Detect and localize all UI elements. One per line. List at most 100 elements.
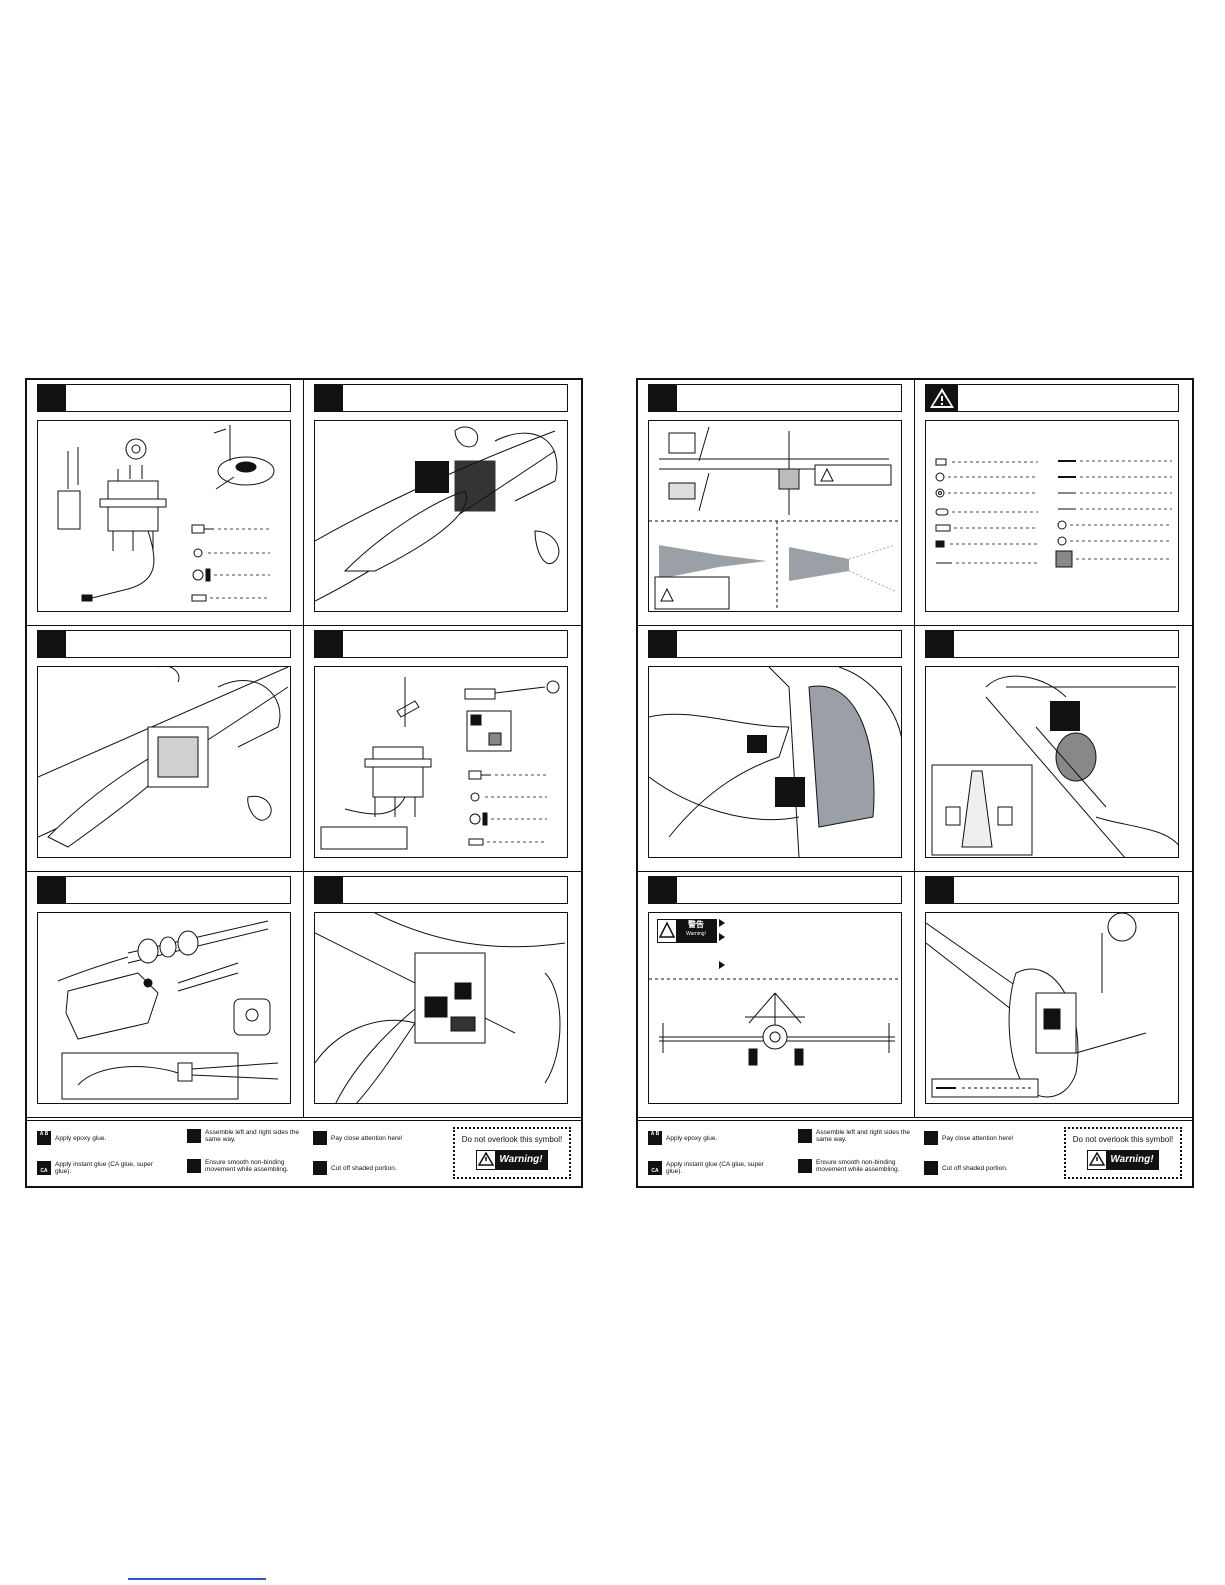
epoxy-glue-icon: [1050, 701, 1080, 731]
warning-triangle-icon: [477, 1151, 496, 1169]
illustration-tail-servo: [925, 666, 1179, 858]
warning-triangle-icon: [1088, 1151, 1107, 1169]
cut-shaded-icon: [313, 1161, 327, 1175]
warning-badge: Warning!: [1087, 1150, 1159, 1170]
step-tail-servo: [915, 626, 1192, 872]
step-header: [925, 384, 1179, 412]
manual-page-right: 警告 Warning!: [636, 378, 1194, 1188]
illustration-hardware-list: [925, 420, 1179, 612]
warning-label: Warning!: [1106, 1151, 1158, 1169]
legend-cut-text: Cut off shaded portion.: [942, 1164, 1008, 1172]
ca-glue-icon: CA: [37, 1161, 51, 1175]
legend-ca: CA Apply instant glue (CA glue, super gl…: [648, 1161, 766, 1175]
warning-triangle-icon: [658, 920, 676, 942]
legend-ca-text: Apply instant glue (CA glue, super glue)…: [55, 1161, 153, 1175]
overlook-notice: Do not overlook this symbol! Warning!: [453, 1127, 571, 1179]
warning-badge-text: 警告 Warning!: [676, 920, 716, 942]
step-number-box: [315, 385, 343, 411]
step-number-box: [315, 631, 343, 657]
step-header: [648, 384, 902, 412]
step-front-view-warning: 警告 Warning!: [638, 872, 915, 1118]
ca-glue-icon: CA: [648, 1161, 662, 1175]
legend-cut: Cut off shaded portion.: [924, 1161, 1042, 1175]
step-number-box: [315, 877, 343, 903]
pointing-hand-icon: [924, 1131, 938, 1145]
fuselage-tray-drawing: [38, 667, 289, 848]
step-cockpit-electronics: [304, 872, 581, 1118]
step-number-box: [649, 877, 677, 903]
overlook-text: Do not overlook this symbol!: [461, 1135, 563, 1144]
legend-epoxy: A B Apply epoxy glue.: [648, 1131, 766, 1145]
pointing-hand-icon: [313, 1131, 327, 1145]
illustration-tail-fin: [648, 666, 902, 858]
step-fuselage-tray: [27, 626, 304, 872]
legend-epoxy-text: Apply epoxy glue.: [55, 1134, 107, 1142]
legend-smooth-text: Ensure smooth non-binding movement while…: [816, 1159, 900, 1173]
step-header: [37, 876, 291, 904]
symmetric-assembly-icon: [187, 1129, 201, 1143]
legend-epoxy: A B Apply epoxy glue.: [37, 1131, 155, 1145]
step-header: [648, 876, 902, 904]
illustration-fuselage-cockpit: [314, 420, 568, 612]
step-number-box: [38, 877, 66, 903]
illustration-servo-hardware: [37, 420, 291, 612]
hinge-alignment-drawing: [649, 426, 901, 611]
legend-attention: Pay close attention here!: [924, 1131, 1042, 1145]
illustration-servo-horn: [314, 666, 568, 858]
illustration-tail-wheel: [925, 912, 1179, 1104]
step-number-box: [926, 877, 954, 903]
front-view-drawing: [649, 919, 901, 1066]
step-grid-right: 警告 Warning!: [638, 380, 1192, 1120]
servo-horn-drawing: [320, 677, 560, 850]
legend-smooth-text: Ensure smooth non-binding movement while…: [205, 1159, 289, 1173]
footer-link-underline[interactable]: [128, 1578, 266, 1580]
step-header: [314, 876, 568, 904]
legend-symmetric-text: Assemble left and right sides the same w…: [205, 1129, 299, 1143]
step-number-box: [926, 631, 954, 657]
step-servo-assembly: [27, 380, 304, 626]
legend-symmetric: Assemble left and right sides the same w…: [187, 1129, 305, 1143]
step-number-box: [38, 631, 66, 657]
smooth-movement-icon: [187, 1159, 201, 1173]
step-header: [648, 630, 902, 658]
illustration-front-view: 警告 Warning!: [648, 912, 902, 1104]
legend-smooth: Ensure smooth non-binding movement while…: [798, 1159, 916, 1173]
step-control-surface-alignment: [638, 380, 915, 626]
symmetric-assembly-icon: [747, 735, 767, 753]
warning-triangle-icon: [926, 385, 958, 411]
epoxy-glue-icon: [415, 461, 449, 493]
step-hardware-warning: [915, 380, 1192, 626]
legend-ca: CA Apply instant glue (CA glue, super gl…: [37, 1161, 155, 1175]
warning-label: Warning!: [495, 1151, 547, 1169]
fuselage-cockpit-drawing: [315, 426, 560, 602]
step-header: [37, 384, 291, 412]
legend-cut-text: Cut off shaded portion.: [331, 1164, 397, 1172]
symmetric-assembly-icon: [798, 1129, 812, 1143]
epoxy-glue-icon: [775, 777, 805, 807]
illustration-fuselage-tray: [37, 666, 291, 858]
symbol-legend-right: A B Apply epoxy glue. CA Apply instant g…: [638, 1120, 1192, 1186]
epoxy-glue-icon: A B: [37, 1131, 51, 1145]
hardware-list-drawing: [935, 458, 1172, 568]
servo-hardware-drawing: [57, 425, 275, 602]
tail-fin-drawing: [649, 667, 901, 857]
overlook-notice: Do not overlook this symbol! Warning!: [1064, 1127, 1182, 1179]
step-motor-wiring: [27, 872, 304, 1118]
step-grid-left: [27, 380, 581, 1120]
step-servo-horn: [304, 626, 581, 872]
illustration-cockpit-electronics: [314, 912, 568, 1104]
legend-ca-text: Apply instant glue (CA glue, super glue)…: [666, 1161, 764, 1175]
step-header: [314, 384, 568, 412]
legend-symmetric-text: Assemble left and right sides the same w…: [816, 1129, 910, 1143]
symbol-legend-left: A B Apply epoxy glue. CA Apply instant g…: [27, 1120, 581, 1186]
step-number-box: [649, 631, 677, 657]
illustration-hinge-alignment: [648, 420, 902, 612]
tail-servo-drawing: [931, 675, 1178, 857]
legend-attention-text: Pay close attention here!: [331, 1134, 403, 1142]
step-header: [925, 876, 1179, 904]
step-number-box: [38, 385, 66, 411]
step-header: [37, 630, 291, 658]
step-tail-wheel: [915, 872, 1192, 1118]
motor-wiring-drawing: [57, 920, 279, 1100]
illustration-motor-wiring: [37, 912, 291, 1104]
